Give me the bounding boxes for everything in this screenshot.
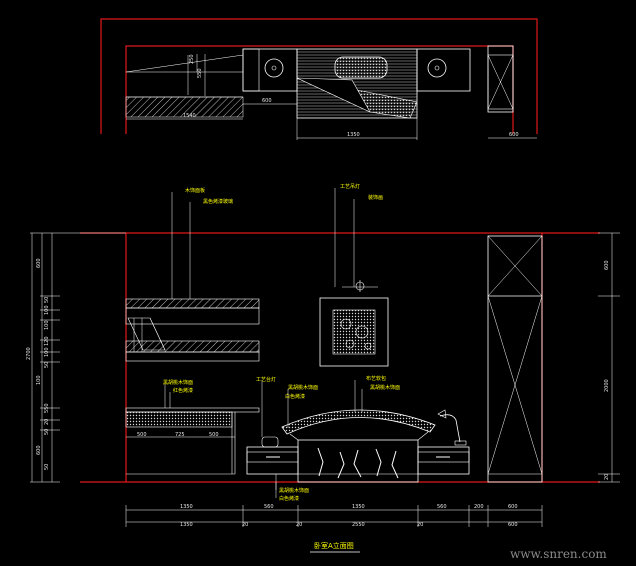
leader-lines <box>164 188 363 498</box>
label-pendant-b: 装饰画 <box>368 194 383 201</box>
elevation-view: 木饰面板 黑色烤漆玻璃 工艺吊灯 装饰画 黑胡桃木饰面 红色烤漆 工艺台灯 黑胡… <box>26 183 620 553</box>
shelf-dim-500a: 500 <box>137 432 147 438</box>
wardrobe-elevation <box>487 235 543 483</box>
nightstand-left <box>246 436 299 475</box>
bottom-dim-row1-4: 200 <box>474 504 484 510</box>
wall-shelves <box>125 298 260 362</box>
label-bed-b: 黑胡桃木饰面 <box>370 384 400 391</box>
bottom-dim-row1-0: 1350 <box>180 504 193 510</box>
left-dim-4: 100 <box>44 320 50 330</box>
left-dim-1: 600 <box>36 258 42 268</box>
label-lamp-a: 工艺台灯 <box>256 376 276 383</box>
left-dim-11: 50 <box>44 429 50 435</box>
label-shelf-top-a: 木饰面板 <box>185 187 205 194</box>
left-dim-0: 2700 <box>26 347 32 360</box>
plan-dim-1540: 1540 <box>183 113 196 119</box>
plan-bed <box>296 48 418 119</box>
desk-cabinet <box>125 407 260 475</box>
right-dim-20: 20 <box>604 474 610 480</box>
left-dim-13: 50 <box>44 464 50 470</box>
label-drawer-a: 黑胡桃木饰面 <box>279 487 309 494</box>
plan-right-wardrobe <box>487 45 514 113</box>
bottom-dim-row2-5: 600 <box>508 522 518 528</box>
plan-dim-250: 250 <box>189 54 195 64</box>
left-dim-5: 120 <box>44 336 50 346</box>
label-nightstand-b: 白色烤漆 <box>285 393 305 400</box>
shelf-dim-500b: 500 <box>209 432 219 438</box>
left-dim-7: 50 <box>44 362 50 368</box>
bottom-dim-row2-2: 20 <box>296 522 302 528</box>
bottom-dim-row2-4: 20 <box>417 522 423 528</box>
left-dim-12: 600 <box>36 445 42 455</box>
right-dimension-lines <box>598 232 620 483</box>
left-dim-3: 100 <box>44 305 50 315</box>
shelf-dim-725: 725 <box>175 432 185 438</box>
plan-lamp-left <box>264 58 284 78</box>
drawing-title: 卧室A立面图 <box>314 541 354 550</box>
left-dimension-lines <box>30 232 126 483</box>
bottom-dim-row2-3: 2550 <box>352 522 365 528</box>
plan-dimensions <box>126 54 537 140</box>
label-desk-b: 红色烤漆 <box>173 387 193 394</box>
bottom-dimension-lines <box>125 505 543 527</box>
bottom-dim-row2-1: 20 <box>242 522 248 528</box>
plan-nightstand-left <box>242 48 298 92</box>
right-dim-600: 600 <box>604 260 610 270</box>
pendant-lamp <box>342 280 378 292</box>
bottom-dim-row1-3: 560 <box>437 504 447 510</box>
left-dim-2: 50 <box>44 297 50 303</box>
bed-elevation <box>281 409 436 483</box>
plan-wall-outline <box>100 18 538 134</box>
left-dim-8: 100 <box>36 375 42 385</box>
plan-pillow <box>334 56 388 79</box>
bottom-dim-row1-2: 1350 <box>352 504 365 510</box>
bottom-dimension-texts: 1350 560 1350 560 200 600 1350 20 20 2550 20 600 <box>180 504 518 528</box>
bottom-dim-row2-0: 1350 <box>180 522 193 528</box>
left-dim-10: 20 <box>44 419 50 425</box>
left-dim-6: 100 <box>44 347 50 357</box>
plan-left-cabinet <box>125 54 244 118</box>
left-dim-9: 550 <box>44 403 50 413</box>
watermark: www.snren.com <box>510 547 607 561</box>
right-dim-2000: 2000 <box>604 379 610 392</box>
bottom-dim-row1-5: 600 <box>508 504 518 510</box>
label-shelf-top-b: 黑色烤漆玻璃 <box>203 198 233 205</box>
plan-dim-550: 550 <box>197 68 203 78</box>
label-bed-a: 布艺软包 <box>366 375 386 382</box>
label-nightstand-a: 黑胡桃木饰面 <box>288 384 318 391</box>
label-drawer-b: 白色烤漆 <box>279 495 299 502</box>
label-desk-a: 黑胡桃木饰面 <box>163 379 193 386</box>
nightstand-right <box>417 409 470 475</box>
plan-nightstand-right <box>416 48 471 92</box>
plan-dim-600b: 600 <box>509 132 519 138</box>
plan-dim-1350: 1350 <box>347 132 360 138</box>
bottom-dim-row1-1: 560 <box>264 504 274 510</box>
plan-lamp-right <box>427 58 447 78</box>
label-pendant-a: 工艺吊灯 <box>340 183 360 190</box>
plan-view: 250 550 600 1540 1350 600 <box>100 18 538 140</box>
wall-painting <box>319 297 389 367</box>
plan-dim-600a: 600 <box>262 98 272 104</box>
